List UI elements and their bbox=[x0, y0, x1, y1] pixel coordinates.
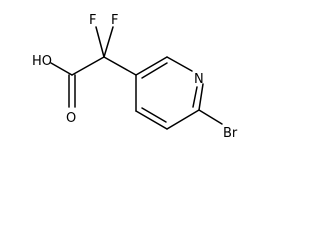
ring-bond-c2-n bbox=[166, 56, 193, 72]
bond-c6-br bbox=[198, 109, 223, 125]
ring-bond-c6-c5 bbox=[166, 109, 200, 130]
ring-bond-n-c6 bbox=[198, 83, 204, 111]
ring-bond-c2-c2-inner bbox=[141, 62, 168, 79]
ring-bond-c5-c4-inner bbox=[141, 107, 167, 123]
molecule-structure: HO F F O N Br bbox=[32, 13, 238, 141]
bond-cf2-f-right bbox=[103, 26, 114, 58]
atom-label-fluorine-left: F bbox=[89, 13, 96, 28]
ring-bond-c5-c4 bbox=[135, 110, 168, 130]
atom-label-hydroxyl: HO bbox=[32, 54, 52, 69]
bond-cf2-carboxyl bbox=[71, 56, 105, 76]
atom-label-bromine: Br bbox=[223, 126, 238, 141]
atom-label-fluorine-right: F bbox=[111, 13, 118, 28]
bond-cf2-f-left bbox=[95, 26, 105, 58]
ring-bond-n-c6-inner bbox=[192, 86, 198, 108]
bond-carboxyl-oh bbox=[50, 62, 73, 76]
atom-label-carbonyl-oxygen: O bbox=[66, 111, 76, 126]
atom-label-ring-nitrogen: N bbox=[194, 72, 204, 87]
bond-cf2-ring bbox=[103, 56, 137, 76]
ring-bond-c3-c2 bbox=[135, 56, 168, 76]
